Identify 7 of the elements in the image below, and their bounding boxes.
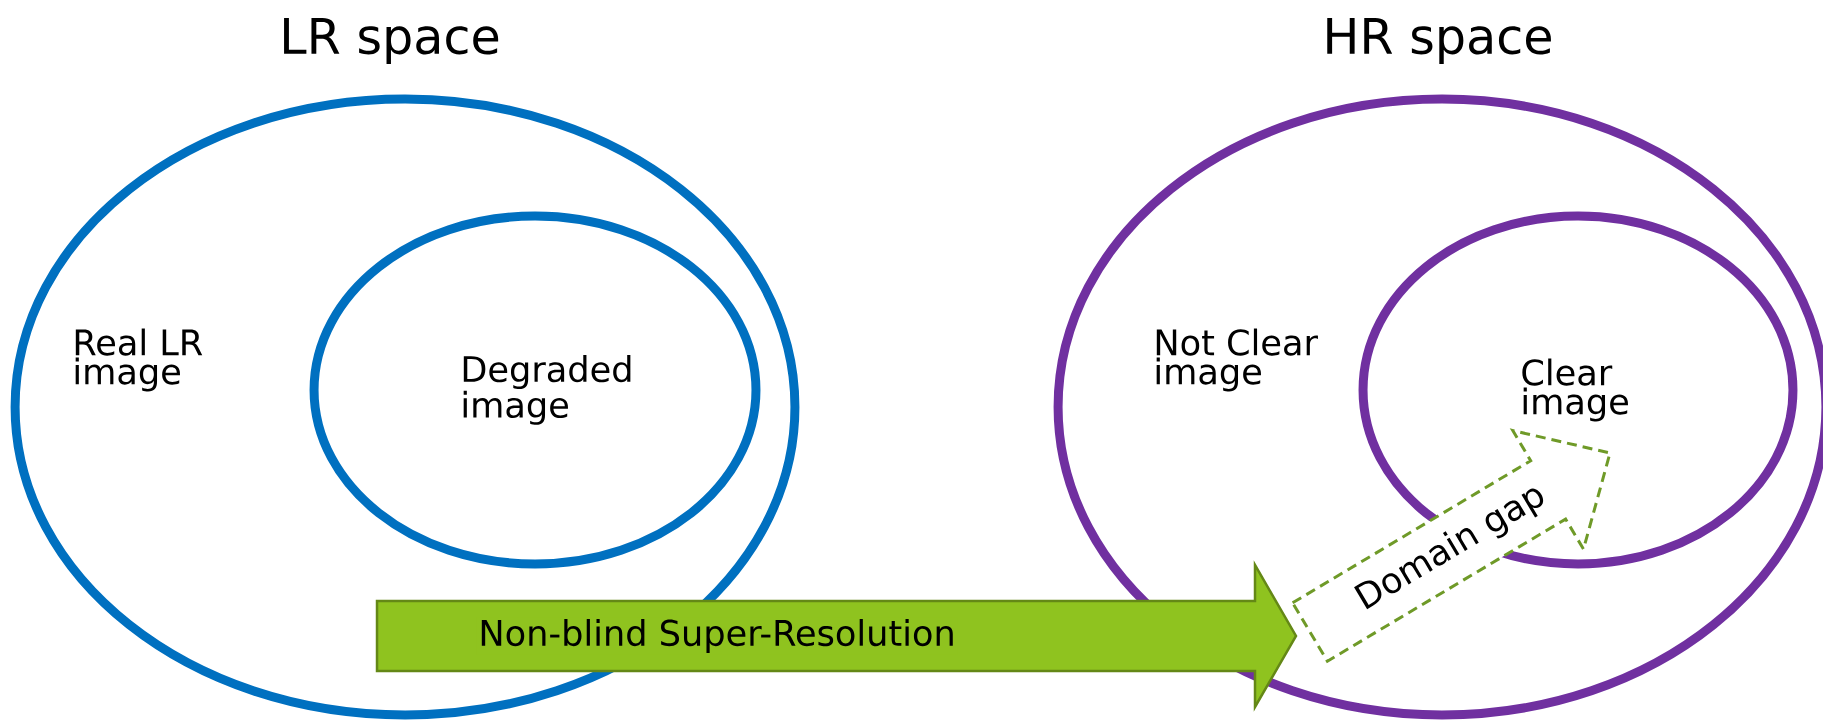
node-label: Not Clear image	[1156, 328, 1318, 392]
edge-label: Non-blind Super-Resolution	[476, 617, 958, 655]
heading: HR space	[1327, 17, 1551, 65]
node-label: Real LR image	[75, 328, 203, 392]
node-label: Degraded image	[463, 355, 631, 425]
heading: LR space	[284, 17, 499, 65]
node-label: Clear image	[1522, 358, 1628, 422]
